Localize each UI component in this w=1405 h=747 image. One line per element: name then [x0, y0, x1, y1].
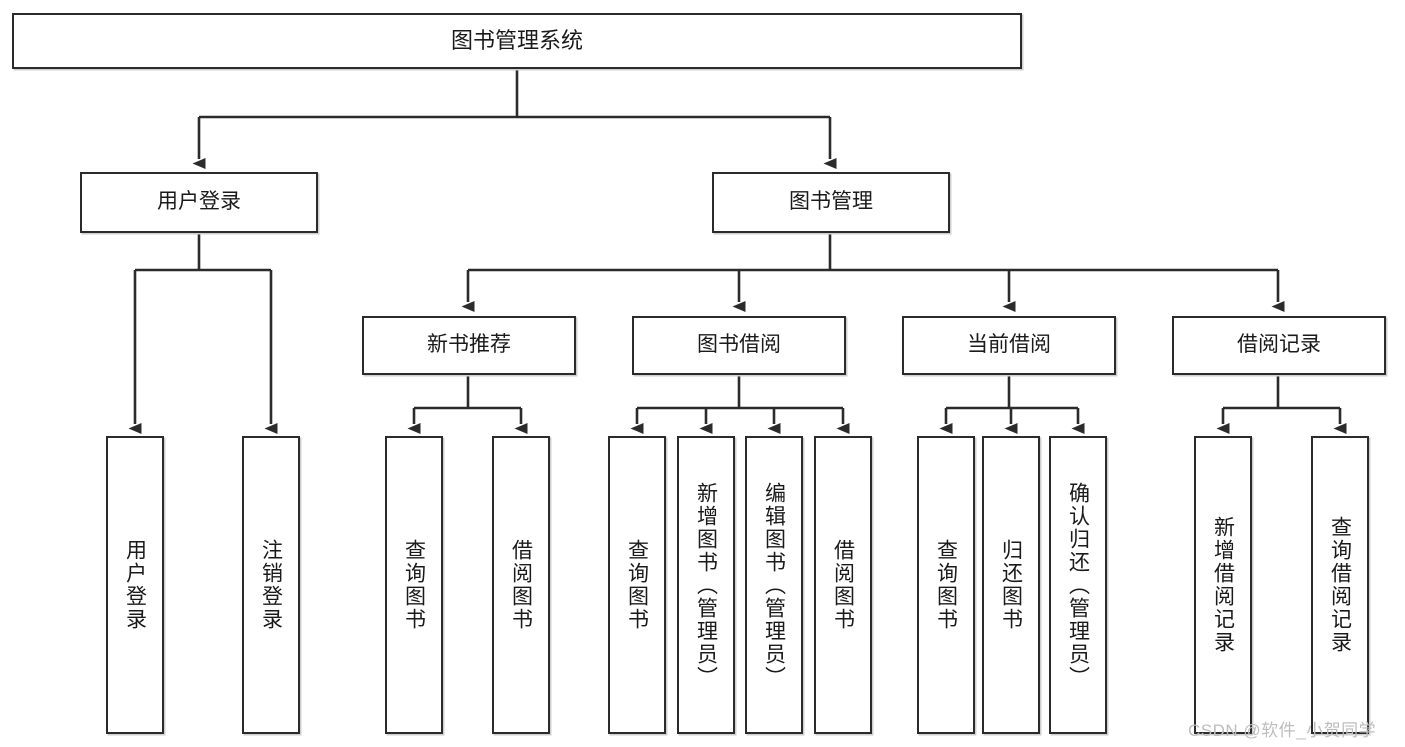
- leaf-query-book-1-label: 查询图书: [402, 539, 426, 631]
- node-current-borrow-label: 当前借阅: [967, 333, 1051, 357]
- leaf-query-book-3-label: 查询图书: [934, 539, 958, 631]
- leaf-user-login-label: 用户登录: [123, 539, 147, 631]
- leaf-edit-book[interactable]: 编辑图书（管理员）: [745, 436, 803, 734]
- leaf-add-book[interactable]: 新增图书（管理员）: [677, 436, 735, 734]
- leaf-borrow-book-1-label: 借阅图书: [509, 539, 533, 631]
- leaf-user-login[interactable]: 用户登录: [106, 436, 164, 734]
- node-borrow-record-label: 借阅记录: [1237, 333, 1321, 357]
- leaf-add-record-label: 新增借阅记录: [1211, 516, 1235, 654]
- leaf-borrow-book-2-label: 借阅图书: [831, 539, 855, 631]
- leaf-query-book-2[interactable]: 查询图书: [608, 436, 666, 734]
- leaf-borrow-book-2[interactable]: 借阅图书: [814, 436, 872, 734]
- leaf-query-book-2-label: 查询图书: [625, 539, 649, 631]
- leaf-edit-book-label: 编辑图书（管理员）: [762, 481, 786, 689]
- leaf-logout-label: 注销登录: [259, 539, 283, 631]
- node-book-manage[interactable]: 图书管理: [712, 172, 950, 233]
- node-new-book-rec[interactable]: 新书推荐: [362, 316, 576, 375]
- leaf-query-book-1[interactable]: 查询图书: [385, 436, 443, 734]
- node-book-manage-label: 图书管理: [789, 190, 873, 214]
- node-new-book-rec-label: 新书推荐: [427, 333, 511, 357]
- node-current-borrow[interactable]: 当前借阅: [902, 316, 1116, 375]
- node-root[interactable]: 图书管理系统: [12, 13, 1022, 69]
- node-book-borrow[interactable]: 图书借阅: [632, 316, 846, 375]
- node-borrow-record[interactable]: 借阅记录: [1172, 316, 1386, 375]
- leaf-confirm-return[interactable]: 确认归还（管理员）: [1049, 436, 1107, 734]
- leaf-confirm-return-label: 确认归还（管理员）: [1066, 481, 1090, 689]
- node-root-label: 图书管理系统: [450, 28, 583, 54]
- leaf-add-record[interactable]: 新增借阅记录: [1194, 436, 1252, 734]
- leaf-borrow-book-1[interactable]: 借阅图书: [492, 436, 550, 734]
- leaf-return-book[interactable]: 归还图书: [982, 436, 1040, 734]
- node-user-login-label: 用户登录: [157, 190, 241, 214]
- node-book-borrow-label: 图书借阅: [697, 333, 781, 357]
- leaf-query-record-label: 查询借阅记录: [1328, 516, 1352, 654]
- node-user-login[interactable]: 用户登录: [80, 172, 318, 233]
- leaf-add-book-label: 新增图书（管理员）: [694, 481, 718, 689]
- leaf-query-book-3[interactable]: 查询图书: [917, 436, 975, 734]
- leaf-return-book-label: 归还图书: [999, 539, 1023, 631]
- leaf-query-record[interactable]: 查询借阅记录: [1311, 436, 1369, 734]
- leaf-logout[interactable]: 注销登录: [242, 436, 300, 734]
